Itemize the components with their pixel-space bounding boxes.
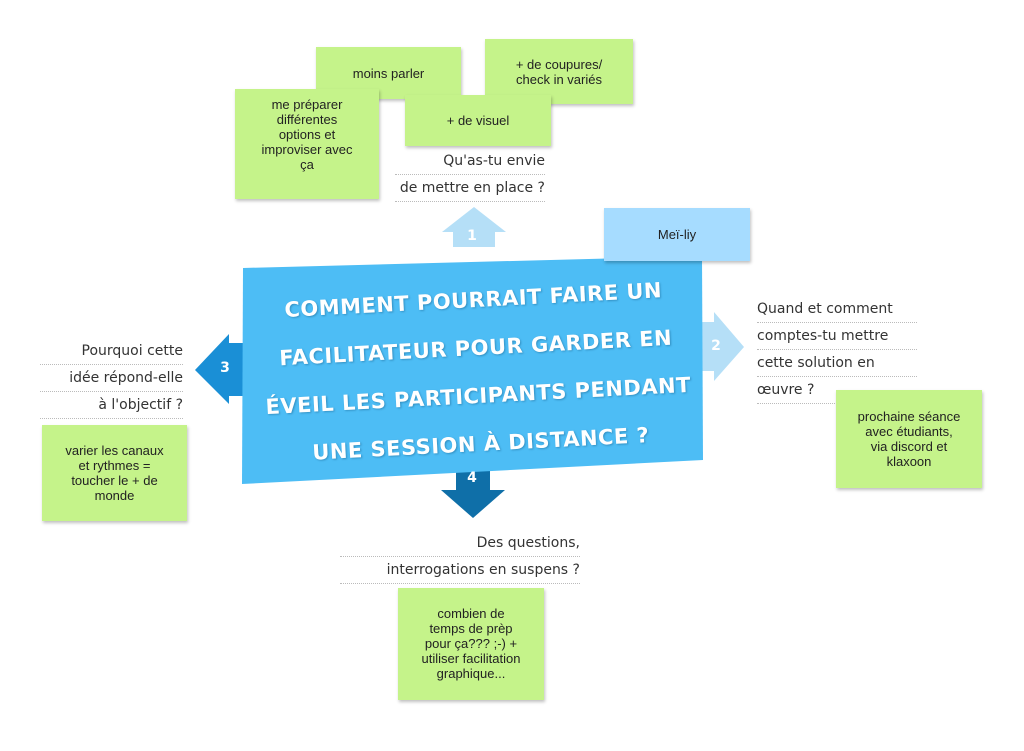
question-4-line: interrogations en suspens ? [340, 557, 580, 584]
arrow-4 [441, 462, 505, 518]
sticky-prochaine[interactable]: prochaine séance avec étudiants, via dis… [836, 390, 982, 488]
question-1: Qu'as-tu envie de mettre en place ? [395, 148, 545, 202]
question-2-line: comptes-tu mettre [757, 323, 917, 350]
sticky-varier[interactable]: varier les canaux et rythmes = toucher l… [42, 425, 187, 521]
sticky-combien[interactable]: combien de temps de prèp pour ça??? ;-) … [398, 588, 544, 700]
question-4-line: Des questions, [340, 530, 580, 557]
sticky-coupures[interactable]: + de coupures/ check in variés [485, 39, 633, 104]
question-3-line: idée répond-elle [40, 365, 183, 392]
arrow-3-number: 3 [220, 360, 230, 376]
question-2-line: cette solution en [757, 350, 917, 377]
sticky-visuel[interactable]: + de visuel [405, 95, 551, 146]
sticky-moins-parler[interactable]: moins parler [316, 47, 461, 99]
arrow-3 [195, 334, 247, 404]
question-2-line: Quand et comment [757, 296, 917, 323]
arrow-4-number: 4 [467, 470, 477, 486]
question-1-line: de mettre en place ? [395, 175, 545, 202]
sticky-preparer[interactable]: me préparer différentes options et impro… [235, 89, 379, 199]
central-question: Comment pourrait faire un facilitateur p… [264, 278, 692, 465]
arrow-1-number: 1 [467, 228, 477, 244]
arrow-2-number: 2 [711, 338, 721, 354]
question-3: Pourquoi cette idée répond-elle à l'obje… [40, 338, 183, 419]
question-2: Quand et comment comptes-tu mettre cette… [757, 296, 917, 404]
question-1-line: Qu'as-tu envie [395, 148, 545, 175]
question-4: Des questions, interrogations en suspens… [340, 530, 580, 584]
arrow-1 [442, 207, 506, 247]
sticky-author[interactable]: Meï-liy [604, 208, 750, 261]
arrow-2 [700, 312, 744, 381]
question-banner [242, 256, 703, 484]
question-3-line: à l'objectif ? [40, 392, 183, 419]
question-3-line: Pourquoi cette [40, 338, 183, 365]
